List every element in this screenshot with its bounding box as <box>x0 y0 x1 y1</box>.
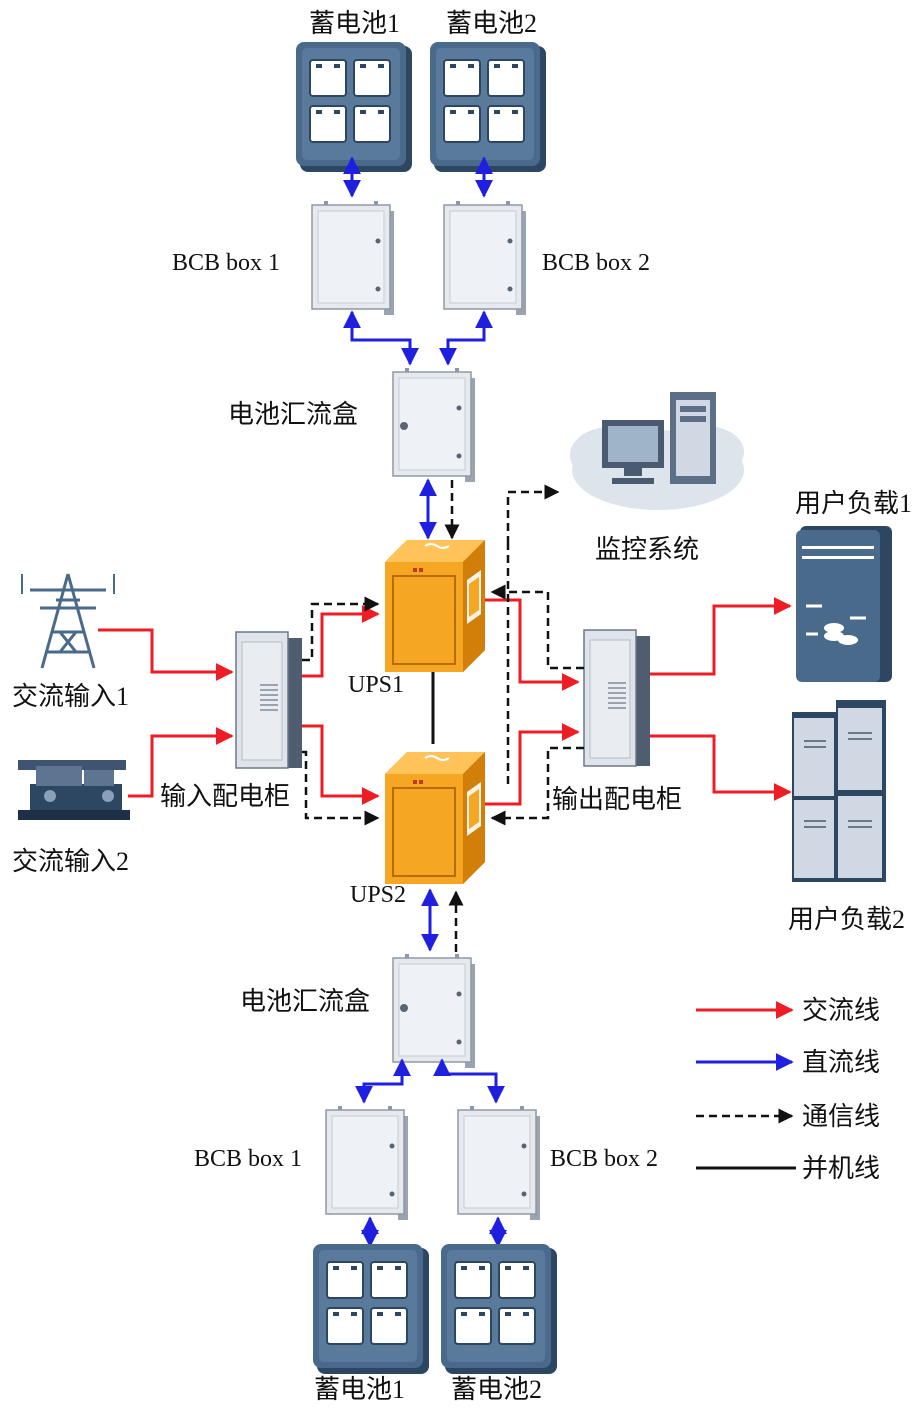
ac-line-input-ups1 <box>302 605 380 678</box>
ac-line-input-ups2 <box>302 724 380 805</box>
combiner-bottom-label: 电池汇流盒 <box>240 987 370 1016</box>
monitoring-label: 监控系统 <box>595 535 699 564</box>
battery-top-1 <box>295 41 413 173</box>
legend-ac-label: 交流线 <box>802 996 880 1025</box>
bcb-box-top-1 <box>311 200 395 316</box>
ups-1 <box>384 539 486 673</box>
ac-line-output-load2 <box>650 734 792 801</box>
ac-line-ups2-output <box>485 723 580 806</box>
bcb-box-bottom-2 <box>457 1105 541 1221</box>
bcb-box-bottom-1 <box>325 1105 409 1221</box>
bcb-bottom-1-label: BCB box 1 <box>194 1146 302 1172</box>
ac-input-2-label: 交流输入2 <box>12 847 129 876</box>
battery-bottom-1 <box>312 1243 430 1375</box>
legend: 交流线 直流线 通信线 并机线 <box>696 996 880 1183</box>
bcb-box-top-2 <box>443 200 527 316</box>
battery-top-2 <box>429 41 547 173</box>
output-cabinet-label: 输出配电柜 <box>552 785 682 814</box>
ac-line-output-load1 <box>650 597 792 676</box>
battery-bottom-1-label: 蓄电池1 <box>314 1375 405 1404</box>
dc-line-bcb1-combiner-top <box>343 310 419 366</box>
battery-bottom-2-label: 蓄电池2 <box>451 1375 542 1404</box>
dc-line-bcb2-combiner-top <box>439 310 493 366</box>
battery-bottom-2 <box>440 1243 558 1375</box>
combiner-top-label: 电池汇流盒 <box>228 400 358 429</box>
ac-line-ups1-output <box>485 598 580 691</box>
battery-top-1-label: 蓄电池1 <box>309 9 400 38</box>
ups-1-label: UPS1 <box>348 672 404 698</box>
output-cabinet <box>583 629 651 767</box>
comm-line-output-ups2 <box>490 746 584 826</box>
user-load-2-icon <box>792 700 886 882</box>
ups-2 <box>384 751 486 885</box>
bcb-top-2-label: BCB box 2 <box>542 250 650 276</box>
user-load-1-icon <box>796 526 892 682</box>
bcb-top-1-label: BCB box 1 <box>172 250 280 276</box>
input-cabinet-label: 输入配电柜 <box>160 782 290 811</box>
generator-icon <box>18 760 130 820</box>
legend-parallel-label: 并机线 <box>802 1154 880 1183</box>
comm-line-input-ups1 <box>302 596 380 662</box>
comm-line-input-ups2 <box>302 750 380 826</box>
battery-top-2-label: 蓄电池2 <box>446 9 537 38</box>
comm-line-output-ups1 <box>490 584 584 670</box>
monitoring-system-icon <box>570 392 744 510</box>
load-2-label: 用户负载2 <box>788 905 905 934</box>
ac-line-generator-input <box>128 727 234 798</box>
ups-2-label: UPS2 <box>350 882 406 908</box>
ac-input-1-label: 交流输入1 <box>12 682 129 711</box>
legend-comm-label: 通信线 <box>802 1102 880 1131</box>
dc-line-combiner-bcb1-bottom <box>355 1058 411 1104</box>
legend-dc-label: 直流线 <box>802 1048 880 1077</box>
dc-line-combiner-bcb2-bottom <box>433 1058 505 1104</box>
input-cabinet <box>235 631 303 769</box>
bcb-bottom-2-label: BCB box 2 <box>550 1146 658 1172</box>
comm-line-ups-monitoring <box>506 484 560 544</box>
load-1-label: 用户负载1 <box>795 489 912 518</box>
power-tower-icon <box>21 573 115 669</box>
ac-line-grid-input <box>98 628 234 681</box>
